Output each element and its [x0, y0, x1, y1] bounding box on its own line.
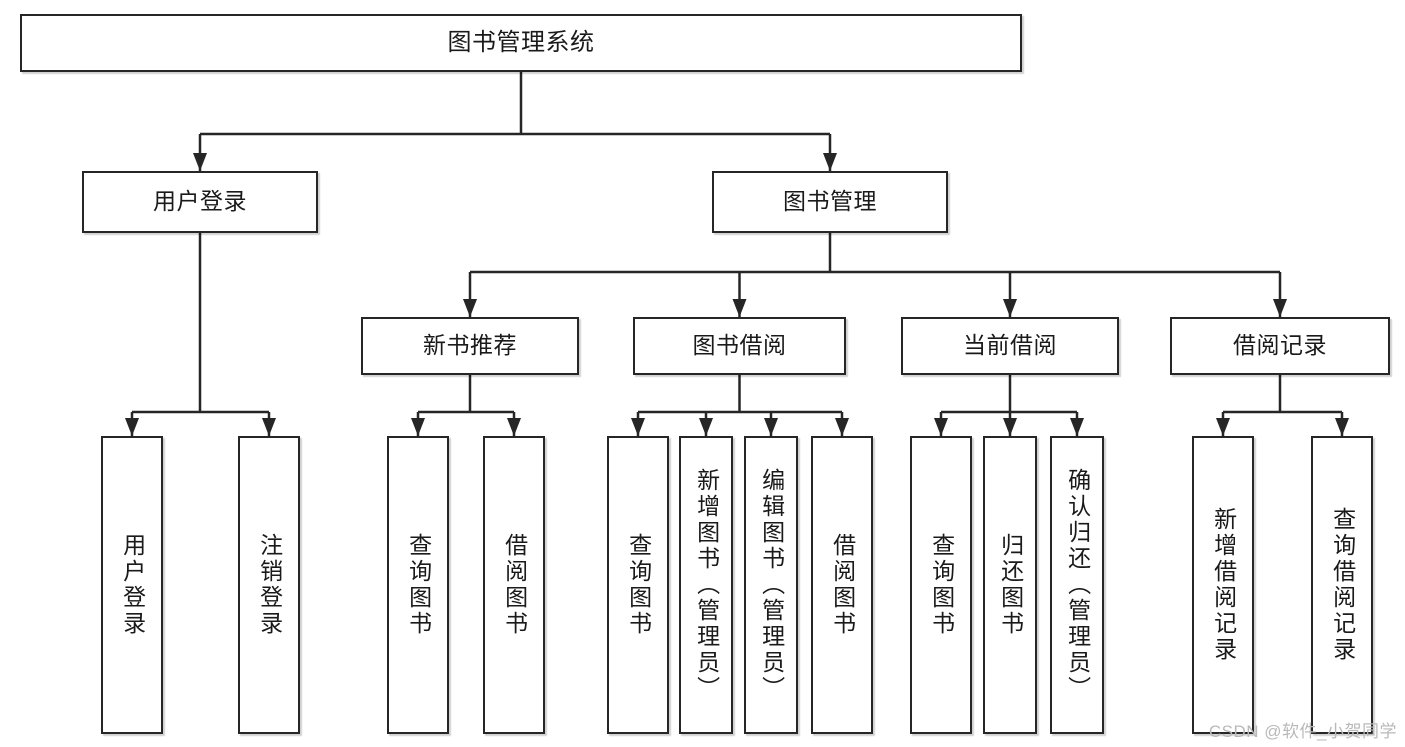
node-label-l-qrec: 查询借阅记录 — [1329, 507, 1356, 663]
node-l-logout[interactable]: 注销登录 — [238, 436, 300, 734]
node-l-b2[interactable]: 借阅图书 — [811, 436, 873, 734]
node-label-l-q2: 查询图书 — [625, 533, 652, 637]
arrowhead-icon — [835, 418, 849, 436]
arrowhead-icon — [1335, 418, 1349, 436]
node-label-login: 用户登录 — [153, 188, 247, 215]
node-label-root: 图书管理系统 — [447, 28, 595, 56]
arrowhead-icon — [411, 418, 425, 436]
node-label-newbook: 新书推荐 — [423, 332, 517, 359]
node-l-q2[interactable]: 查询图书 — [607, 436, 669, 734]
arrowhead-icon — [823, 153, 837, 171]
arrowhead-icon — [507, 418, 521, 436]
arrowhead-icon — [125, 418, 139, 436]
arrowhead-icon — [1273, 299, 1287, 317]
arrowhead-icon — [699, 418, 713, 436]
node-l-q3[interactable]: 查询图书 — [910, 436, 972, 734]
arrowhead-icon — [1003, 299, 1017, 317]
node-borrow[interactable]: 图书借阅 — [633, 317, 846, 375]
node-l-q1[interactable]: 查询图书 — [387, 436, 449, 734]
node-login[interactable]: 用户登录 — [82, 171, 318, 233]
node-label-l-b2: 借阅图书 — [829, 533, 856, 637]
node-label-l-ret: 归还图书 — [997, 533, 1024, 637]
node-label-l-q3: 查询图书 — [928, 533, 955, 637]
node-records[interactable]: 借阅记录 — [1170, 317, 1390, 375]
node-label-l-b1: 借阅图书 — [501, 533, 528, 637]
node-label-l-add: 新增图书（管理员） — [693, 468, 720, 702]
arrowhead-icon — [732, 299, 747, 317]
arrowhead-icon — [1003, 418, 1017, 436]
node-label-borrow: 图书借阅 — [692, 332, 787, 359]
node-l-b1[interactable]: 借阅图书 — [483, 436, 545, 734]
node-l-ret[interactable]: 归还图书 — [983, 436, 1037, 734]
node-newbook[interactable]: 新书推荐 — [361, 317, 579, 375]
arrowhead-icon — [193, 153, 207, 171]
node-label-records: 借阅记录 — [1233, 332, 1327, 359]
node-label-l-login: 用户登录 — [119, 533, 146, 637]
node-l-qrec[interactable]: 查询借阅记录 — [1311, 436, 1373, 734]
node-label-current: 当前借阅 — [963, 332, 1057, 359]
arrowhead-icon — [1216, 418, 1230, 436]
arrowhead-icon — [262, 418, 276, 436]
node-l-add[interactable]: 新增图书（管理员） — [679, 436, 733, 734]
node-label-l-conf: 确认归还（管理员） — [1064, 468, 1091, 702]
node-label-bookmgmt: 图书管理 — [783, 188, 877, 215]
node-current[interactable]: 当前借阅 — [901, 317, 1119, 375]
node-l-addrec[interactable]: 新增借阅记录 — [1192, 436, 1254, 734]
node-l-edit[interactable]: 编辑图书（管理员） — [744, 436, 798, 734]
node-l-conf[interactable]: 确认归还（管理员） — [1050, 436, 1104, 734]
node-l-login[interactable]: 用户登录 — [101, 436, 163, 734]
watermark: CSDN @软件_小贺同学 — [1208, 722, 1397, 741]
arrowhead-icon — [463, 299, 477, 317]
node-root[interactable]: 图书管理系统 — [20, 14, 1022, 72]
arrowhead-icon — [764, 418, 778, 436]
node-label-l-addrec: 新增借阅记录 — [1210, 507, 1237, 663]
node-label-l-logout: 注销登录 — [256, 533, 283, 637]
arrowhead-icon — [631, 418, 645, 436]
arrowhead-icon — [934, 418, 948, 436]
node-label-l-q1: 查询图书 — [405, 533, 432, 637]
node-label-l-edit: 编辑图书（管理员） — [758, 468, 785, 702]
arrowhead-icon — [1070, 418, 1084, 436]
node-bookmgmt[interactable]: 图书管理 — [712, 171, 948, 233]
